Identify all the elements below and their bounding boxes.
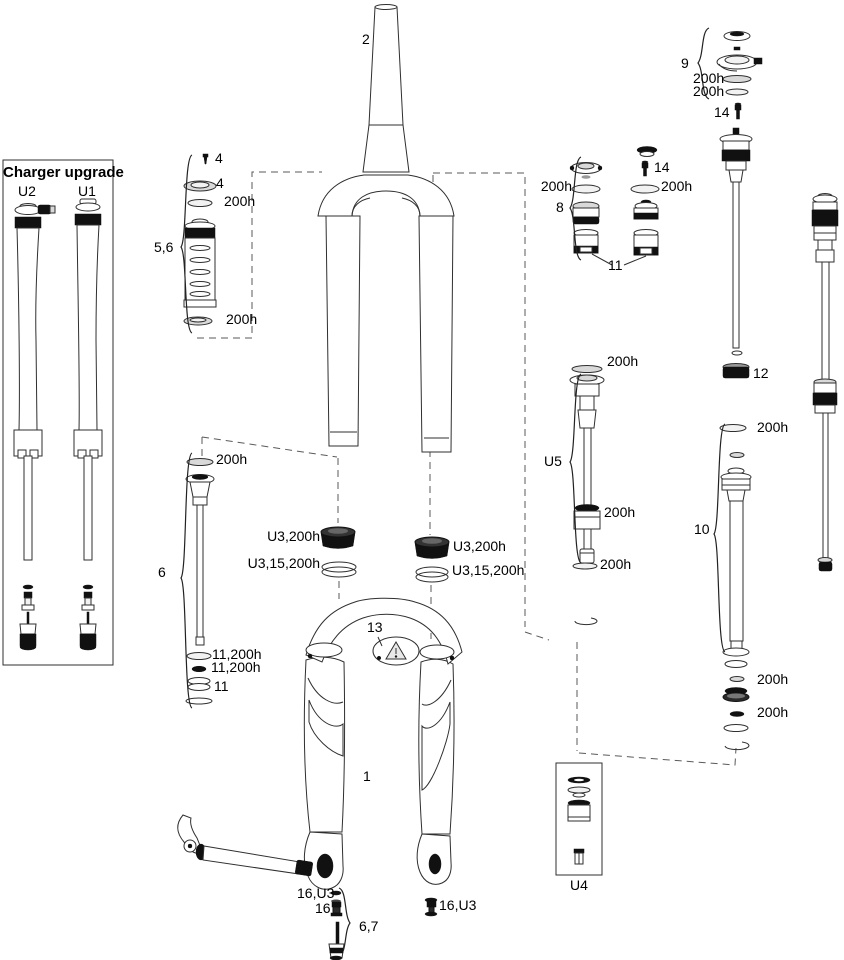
label-u3-15-200h-left: U3,15,200h [247, 555, 320, 571]
foam-ring-right [415, 566, 449, 583]
foot-hardware [328, 887, 438, 960]
rebound-damper-u5 [569, 365, 605, 626]
top-cap-group-9 [697, 27, 763, 120]
label-200h-9a: 200h [693, 70, 725, 86]
label-group-10: 10 [694, 521, 710, 537]
label-group-9: 9 [681, 55, 689, 71]
label-200h-u5-piston: 200h [604, 504, 636, 520]
label-11-200h-a: 11,200h [212, 646, 262, 662]
label-bearing-12: 12 [753, 365, 769, 381]
label-u3-200h-left: U3,200h [267, 528, 320, 544]
damper-assembly-complete [811, 193, 839, 572]
label-200h-9b: 200h [693, 83, 725, 99]
foam-ring-left [321, 561, 357, 578]
air-spring-top-group [180, 153, 217, 334]
label-screw-14-top: 14 [714, 104, 730, 120]
dashed-connectors [197, 171, 737, 766]
label-200h-10-low: 200h [757, 704, 789, 720]
label-lowers-1: 1 [363, 768, 371, 784]
label-200h-6-top: 200h [216, 451, 248, 467]
label-u3-15-200h-right: U3,15,200h [452, 562, 525, 578]
label-u4-box: U4 [570, 877, 588, 893]
label-200h-u5-top: 200h [607, 353, 639, 369]
label-200h-10-top: 200h [757, 419, 789, 435]
dust-seal-right [414, 536, 450, 559]
label-group-u5: U5 [544, 453, 562, 469]
label-16-u3-left: 16,U3 [297, 885, 335, 901]
label-screw-14-comp: 14 [654, 159, 670, 175]
label-u1: U1 [78, 183, 96, 199]
thru-axle [177, 814, 313, 877]
label-16: 16 [315, 900, 331, 916]
label-shared-11: 11 [608, 257, 623, 273]
label-200h-10-mid: 200h [757, 671, 789, 687]
label-200h-air-top: 200h [224, 193, 256, 209]
label-screw-4: 4 [215, 150, 223, 166]
lower-legs-assembly [303, 597, 463, 890]
label-cap-4: 4 [216, 175, 224, 191]
label-u3-200h-right: U3,200h [453, 538, 506, 554]
compression-group-8 [569, 146, 660, 266]
u4-box [555, 762, 603, 876]
charger-box-title: Charger upgrade [3, 164, 124, 181]
label-200h-u5-bottom: 200h [600, 556, 632, 572]
label-200h-comp-left: 200h [540, 178, 572, 194]
u1-damper [73, 198, 103, 651]
steerer-crown-assembly [317, 4, 455, 453]
label-200h-air-bottom: 200h [226, 311, 258, 327]
label-group-5-6: 5,6 [154, 239, 174, 255]
label-200h-comp-right: 200h [661, 178, 693, 194]
bearing-12 [722, 350, 750, 379]
label-decal-13: 13 [367, 619, 383, 635]
label-16-u3-right: 16,U3 [439, 897, 477, 913]
label-group-6: 6 [158, 564, 166, 580]
u2-damper [13, 203, 56, 651]
air-shaft-group-6 [180, 452, 215, 709]
label-group-8: 8 [556, 199, 564, 215]
label-steerer-2: 2 [362, 31, 370, 47]
label-11-200h-b: 11,200h [211, 659, 261, 675]
label-u2: U2 [18, 183, 36, 199]
warning-decal-13 [372, 636, 420, 666]
dust-seal-left [320, 526, 356, 549]
label-11-part: 11 [214, 678, 229, 694]
spring-shaft-group-10 [713, 423, 752, 751]
damper-shaft-upper [719, 127, 753, 349]
label-group-6-7: 6,7 [359, 918, 379, 934]
